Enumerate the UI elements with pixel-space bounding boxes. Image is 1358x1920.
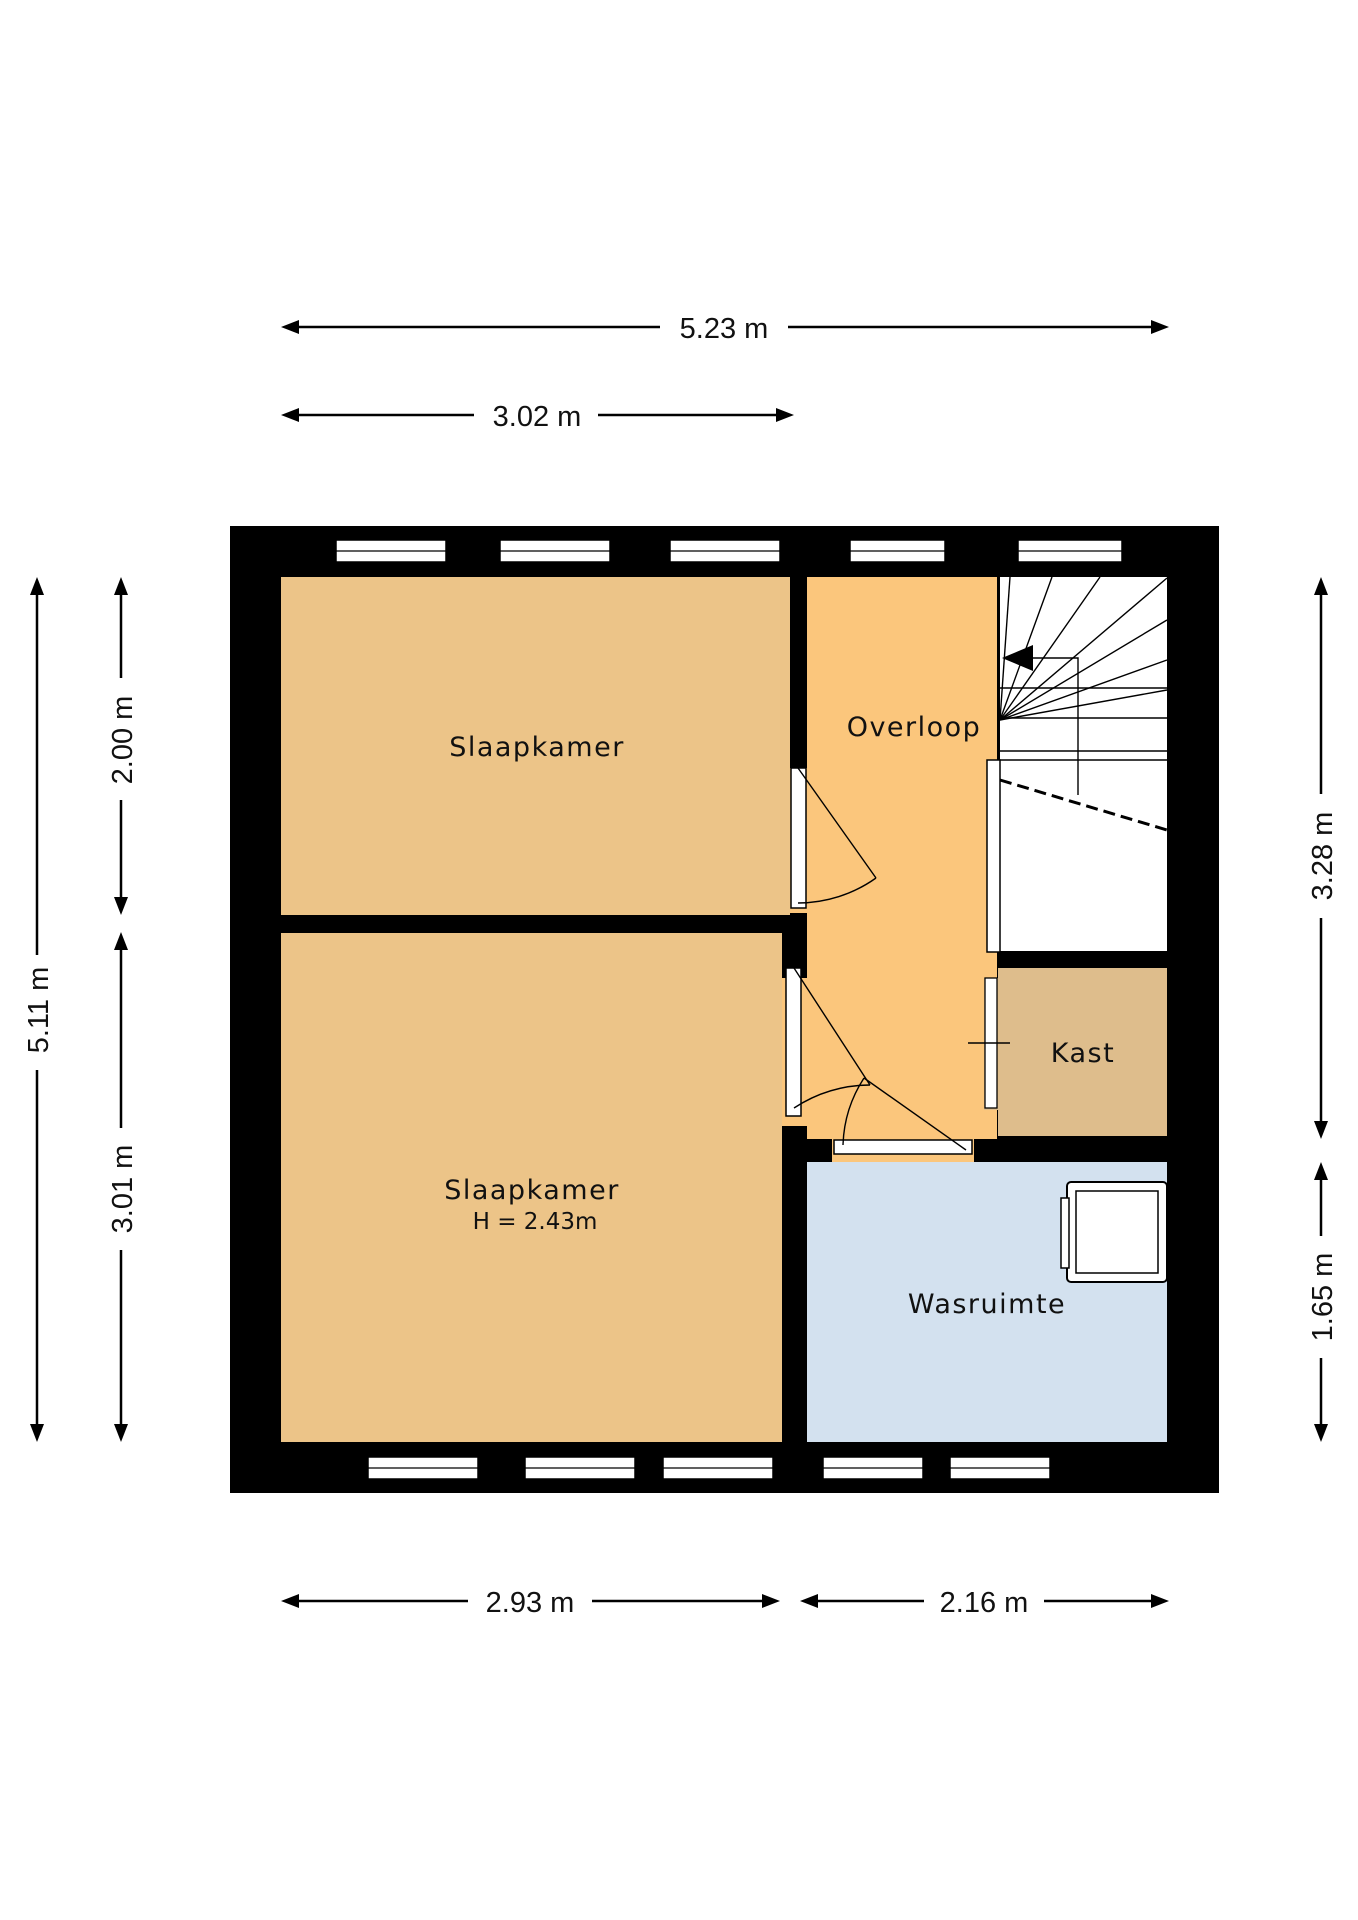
dimension-right-bottom-height: 1.65 m <box>1307 1162 1339 1442</box>
dimension-left-top-height: 2.00 m <box>107 577 139 915</box>
windows-top <box>335 539 1123 563</box>
dim-label-total-width: 5.23 m <box>680 313 769 345</box>
staircase <box>999 576 1168 832</box>
dim-label-total-height: 5.11 m <box>23 967 55 1054</box>
dimension-right-top-height: 3.28 m <box>1307 577 1339 1139</box>
stair-direction-arrow <box>1002 645 1033 671</box>
dimension-left-bottom-height: 3.01 m <box>107 932 139 1442</box>
dimension-bottom-left-width: 2.93 m <box>281 1587 780 1619</box>
label-landing: Overloop <box>847 712 982 743</box>
door-bedroom-top <box>790 767 877 909</box>
room-bedroom-top <box>281 577 790 915</box>
washing-machine <box>1060 1181 1168 1283</box>
windows-bottom <box>367 1456 1051 1480</box>
dim-label-bottom-right-width: 2.16 m <box>940 1587 1029 1619</box>
dim-label-bottom-left-width: 2.93 m <box>486 1587 575 1619</box>
room-closet <box>998 968 1167 1136</box>
label-room-height: H = 2.43m <box>473 1209 598 1235</box>
label-laundry: Wasruimte <box>908 1289 1066 1320</box>
door-closet <box>968 977 1010 1109</box>
dim-label-left-bottom-height: 3.01 m <box>107 1145 139 1234</box>
label-bedroom-top: Slaapkamer <box>449 732 625 763</box>
label-bedroom-bottom: Slaapkamer <box>444 1175 620 1206</box>
dimension-bottom-right-width: 2.16 m <box>800 1587 1169 1619</box>
label-closet: Kast <box>1051 1038 1115 1069</box>
door-laundry <box>833 1077 973 1155</box>
dimension-top-partial-width: 3.02 m <box>281 401 794 433</box>
room-bedroom-bottom <box>281 933 782 1442</box>
dim-label-top-partial-width: 3.02 m <box>493 401 582 433</box>
dim-label-right-top-height: 3.28 m <box>1307 812 1339 901</box>
dimension-total-width: 5.23 m <box>281 313 1169 345</box>
room-stairwell <box>1000 577 1167 951</box>
stair-railing <box>986 759 1001 953</box>
door-bedroom-bottom <box>785 967 871 1117</box>
dim-label-right-bottom-height: 1.65 m <box>1307 1253 1339 1342</box>
dimension-total-height: 5.11 m <box>23 577 55 1442</box>
dim-label-left-top-height: 2.00 m <box>107 696 139 785</box>
room-landing <box>807 577 997 1139</box>
